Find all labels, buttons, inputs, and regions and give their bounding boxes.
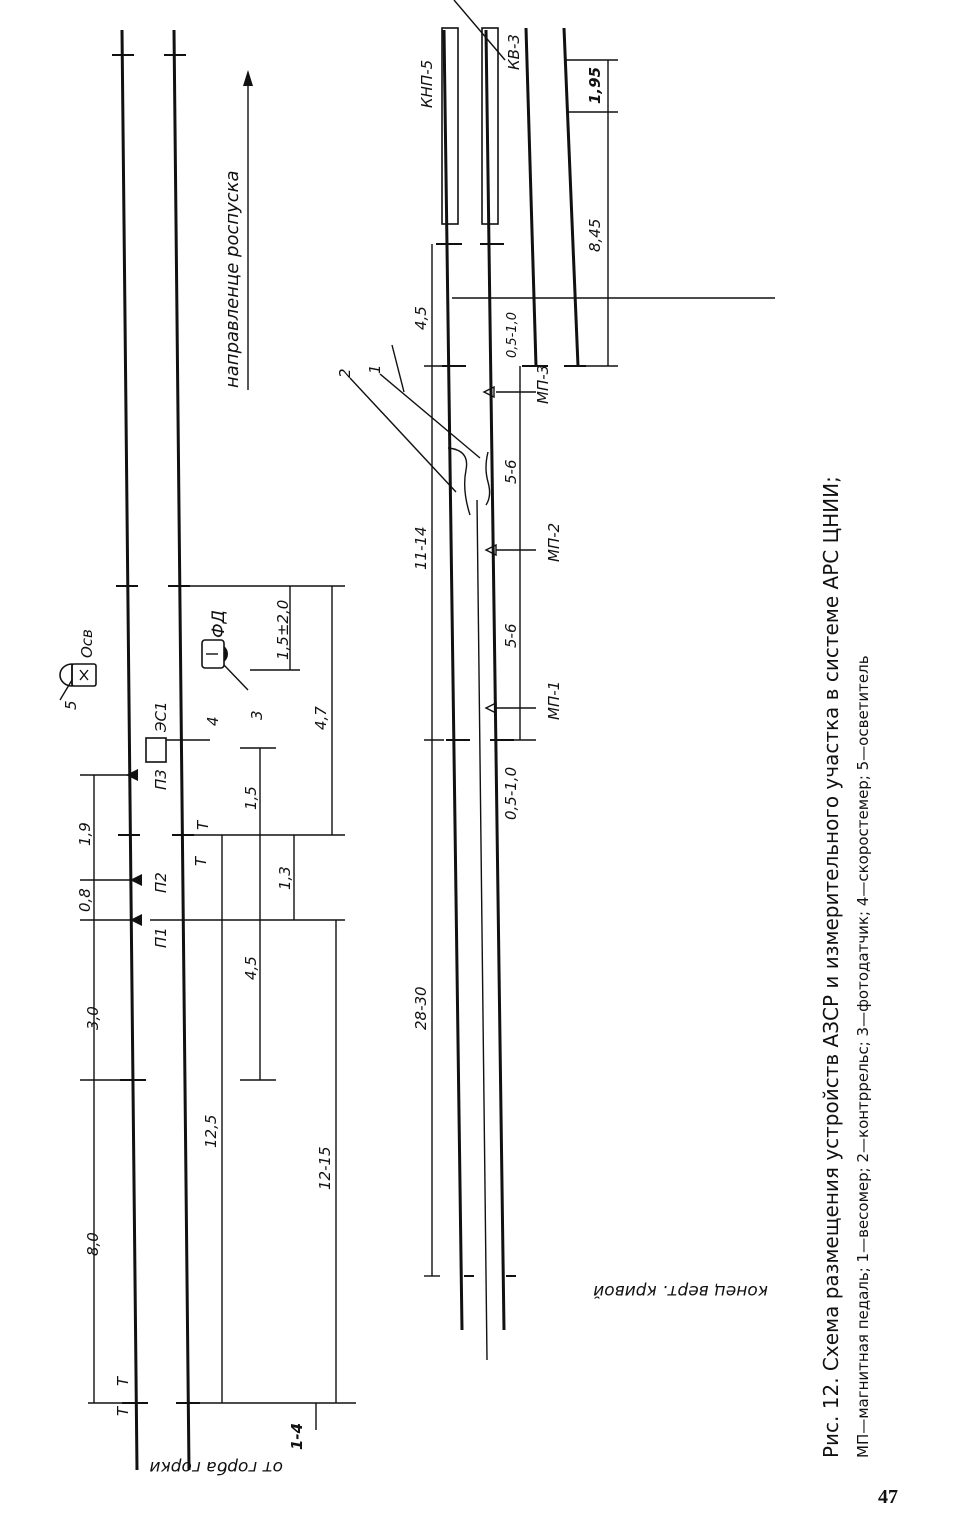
dim-28-30: 28-30 [412, 986, 430, 1030]
dim-0-5-bottom: 0,5-1,0 [502, 767, 520, 820]
right-rail-2 [484, 29, 506, 1331]
from-hump-label: от горба горки [149, 1457, 283, 1477]
dim-1-5: 1,5 [242, 786, 260, 810]
t-label: Т [114, 1405, 132, 1416]
dim-4-5-left: 4,5 [242, 956, 260, 980]
item-4-label: 4 [204, 716, 222, 726]
leader-kv3 [453, 0, 506, 61]
direction-arrow [243, 70, 253, 390]
right-dimensions [424, 59, 618, 1277]
dim-8-45: 8,45 [586, 219, 604, 252]
dim-1-9: 1,9 [76, 822, 94, 846]
item-1-label: 1 [366, 364, 384, 374]
speedometer-es1-icon [145, 737, 167, 763]
t-label: Т [194, 819, 212, 830]
pedal-mp3-icon [482, 385, 495, 399]
illuminator-x-icon [79, 669, 89, 681]
dim-4-7: 4,7 [312, 706, 330, 730]
dim-11-14: 11-14 [412, 526, 430, 570]
leader-2 [349, 377, 457, 493]
knp5-label: КНП-5 [418, 60, 436, 108]
page-number: 47 [878, 1486, 898, 1508]
pedal-p3-icon [126, 769, 138, 781]
arrow-up-icon [243, 70, 253, 86]
leader-3 [223, 664, 249, 691]
fd-label: ФД [209, 610, 229, 638]
dim-0-5-top: 0,5-1,0 [505, 312, 520, 358]
mp2-label: МП-2 [545, 523, 563, 562]
figure-caption-legend: МП—магнитная педаль; 1—весомер; 2—контрр… [854, 655, 872, 1458]
end-of-curve-label: конец верт. кривой [593, 1281, 768, 1301]
osv-label: Осв [78, 629, 96, 658]
figure-caption-title: Рис. 12. Схема размещения устройств АЗСР… [819, 476, 843, 1458]
track-devices [59, 639, 249, 926]
direction-label: направленце роспуска [222, 170, 243, 388]
dim-1-95: 1,95 [586, 67, 604, 104]
illuminator-dome-icon [59, 663, 73, 687]
left-rail-2 [172, 29, 191, 1471]
adjacent-track-rail [562, 27, 580, 367]
left-rail-1 [120, 29, 139, 1471]
item-5-label: 5 [62, 700, 80, 710]
dim-4-5-right: 4,5 [412, 306, 430, 330]
dim-0-8: 0,8 [76, 888, 94, 912]
leader-5 [59, 679, 73, 701]
pedal-p1-icon [130, 914, 142, 926]
dim-1-5pm: 1,5±2,0 [274, 600, 292, 660]
retarder-knp5 [441, 27, 459, 225]
dim-1-4: 1-4 [288, 1423, 306, 1450]
dim-5-6-bottom: 5-6 [502, 624, 520, 649]
leader-1 [379, 373, 481, 459]
photosensor-lens-icon [224, 646, 229, 662]
left-dimensions [80, 585, 356, 1430]
dim-8-0: 8,0 [84, 1232, 102, 1256]
dim-3-0: 3,0 [84, 1006, 102, 1030]
item-3-label: 3 [248, 710, 266, 720]
pedal-p2-icon [130, 874, 142, 886]
mp1-label: МП-1 [545, 681, 563, 720]
right-rail-guard [476, 499, 488, 1361]
dim-12-15: 12-15 [316, 1146, 334, 1190]
weigher-1 [447, 447, 471, 516]
item-2-label: 2 [336, 368, 354, 378]
p3-label: П3 [152, 769, 170, 790]
p1-label: П1 [152, 927, 170, 948]
t-label: Т [192, 855, 210, 866]
leader-1-start [391, 344, 405, 393]
left-tracks [112, 29, 200, 1471]
right-rail-1 [442, 29, 464, 1331]
t-label: Т [114, 1375, 132, 1386]
p2-label: П2 [152, 872, 170, 893]
retarder-kv3 [481, 27, 499, 225]
dim-5-6-top: 5-6 [502, 460, 520, 485]
kv3-label: КВ-3 [505, 34, 523, 70]
counter-rail-2 [485, 451, 491, 506]
dim-12-5: 12,5 [202, 1115, 220, 1148]
retarder-track-rail [524, 27, 538, 367]
right-tracks [349, 0, 775, 1361]
mp3-label: МП-3 [534, 365, 552, 404]
es1-label: ЭС1 [152, 702, 170, 734]
dim-1-3: 1,3 [276, 866, 294, 890]
